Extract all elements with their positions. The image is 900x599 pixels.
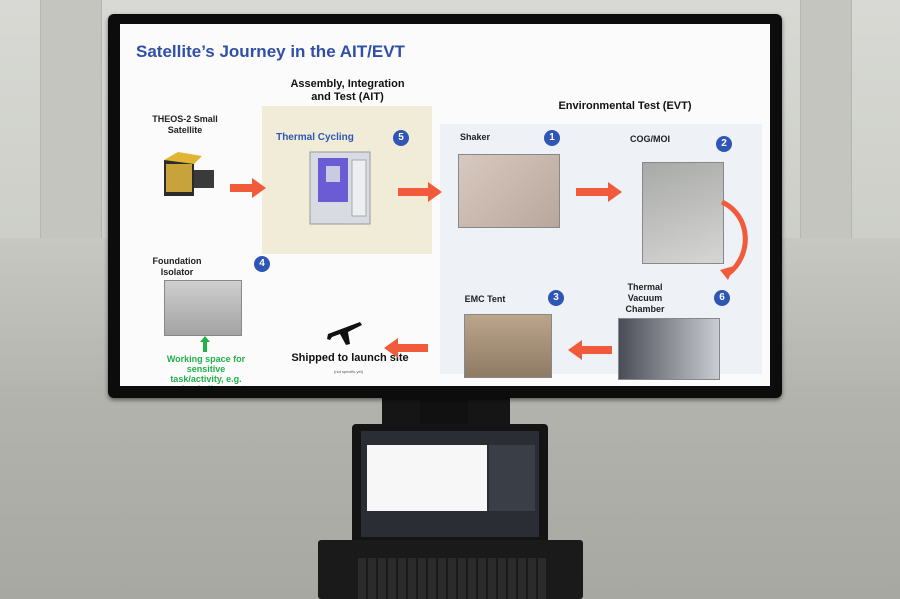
- satellite-label: THEOS-2 Small Satellite: [152, 114, 218, 135]
- shaker-photo: [458, 154, 560, 228]
- shipped-note: (not specific yet): [334, 369, 364, 374]
- station-label: COG/MOI: [630, 134, 670, 144]
- evt-header: Environmental Test (EVT): [558, 100, 692, 112]
- emc-tent-photo: [464, 314, 552, 378]
- cog-moi-photo: [642, 162, 724, 264]
- step-badge: 1: [544, 130, 560, 146]
- slide-title: Satellite’s Journey in the AIT/EVT: [136, 42, 405, 61]
- presentation-slide: Satellite’s Journey in the AIT/EVT Assem…: [120, 24, 770, 386]
- step-badge: 5: [393, 130, 409, 146]
- ait-header: Assembly, Integration and Test (AIT): [290, 78, 405, 103]
- step-badge: 2: [716, 136, 732, 152]
- arrow-right-icon: [576, 182, 622, 207]
- laptop-screen: [352, 424, 548, 550]
- working-space-note: Working space for sensitive task/activit…: [166, 354, 246, 386]
- arrow-left-icon: [384, 338, 428, 363]
- laptop-slide-thumbnail: [367, 445, 487, 511]
- warehouse-pillar: [40, 0, 102, 250]
- foundation-label: Foundation Isolator: [152, 256, 202, 277]
- laptop-side-panel: [489, 445, 535, 511]
- arrow-right-icon: [230, 178, 266, 203]
- satellite-image: [160, 152, 218, 202]
- step-badge: 3: [548, 290, 564, 306]
- up-arrow-icon: [200, 336, 210, 352]
- arrow-right-icon: [398, 182, 442, 207]
- foundation-photo: [164, 280, 242, 336]
- station-label: EMC Tent: [464, 294, 506, 304]
- step-badge: 6: [714, 290, 730, 306]
- station-label: Thermal Cycling: [276, 132, 354, 143]
- airplane-icon: [326, 316, 362, 346]
- thermal-vacuum-photo: [618, 318, 720, 380]
- laptop-keyboard: [358, 558, 548, 599]
- station-label: Thermal Vacuum Chamber: [625, 282, 665, 314]
- monitor: Satellite’s Journey in the AIT/EVT Assem…: [108, 14, 782, 398]
- laptop-display: [361, 431, 539, 537]
- step-badge: 4: [254, 256, 270, 272]
- arrow-left-icon: [568, 340, 612, 365]
- station-label: Shaker: [459, 132, 491, 142]
- curved-arrow-icon: [716, 199, 756, 289]
- thermal-chamber-image: [308, 148, 372, 230]
- warehouse-pillar: [800, 0, 852, 250]
- shipped-label: Shipped to launch site: [291, 352, 409, 364]
